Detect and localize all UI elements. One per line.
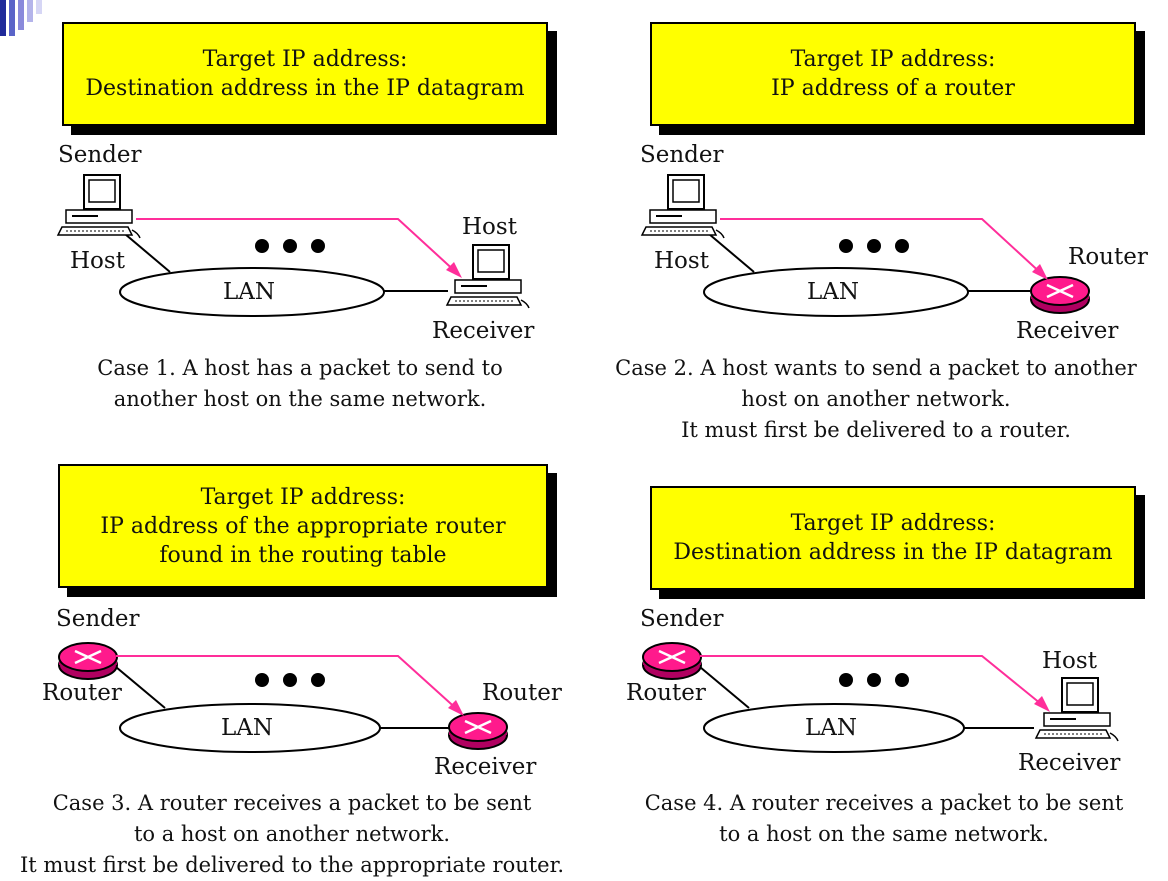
sender-device-label: Host [654, 248, 709, 274]
lan-label: LAN [223, 279, 276, 305]
arrowhead-icon [446, 262, 462, 278]
caption-line: It must first be delivered to the approp… [19, 853, 565, 877]
target-box-line: Destination address in the IP datagram [673, 540, 1113, 565]
router-icon [1030, 276, 1090, 314]
router-icon [448, 712, 508, 750]
lan-label: LAN [221, 715, 274, 741]
receiver-label: Receiver [1018, 750, 1121, 776]
target-box-line: found in the routing table [159, 542, 447, 568]
lan-label: LAN [805, 715, 858, 741]
target-ip-box: Target IP address: IP address of the app… [58, 464, 548, 588]
target-box-title: Target IP address: [790, 47, 996, 72]
arrowhead-icon [448, 700, 464, 716]
arrowhead-icon [1034, 696, 1050, 712]
case-3-network-diagram [58, 642, 508, 753]
packet-path-arrow [700, 655, 1047, 709]
case-caption: Case 4. A router receives a packet to be… [604, 788, 1164, 850]
caption-line: to a host on the same network. [719, 822, 1049, 846]
slide-corner-decoration [0, 0, 44, 36]
sender-to-lan-link [109, 661, 166, 709]
caption-line: host on another network. [741, 387, 1011, 411]
receiver-label: Receiver [434, 754, 537, 780]
computer-icon [1034, 677, 1119, 742]
computer-icon [445, 244, 530, 309]
target-box-title: Target IP address: [790, 511, 996, 536]
caption-line: Case 1. A host has a packet to send to [97, 356, 503, 380]
caption-line: another host on the same network. [113, 387, 487, 411]
sender-label: Sender [640, 142, 724, 168]
receiver-device-label: Router [1068, 244, 1148, 270]
packet-path-arrow [116, 655, 461, 713]
target-box-line: IP address of the appropriate router [100, 513, 506, 539]
sender-device-label: Router [626, 680, 706, 706]
ellipsis-dots [255, 673, 325, 687]
case-1-network-diagram [56, 174, 530, 317]
case-caption: Case 1. A host has a packet to send to a… [50, 353, 550, 415]
ellipsis-dots [839, 673, 909, 687]
sender-device-label: Host [70, 248, 125, 274]
sender-label: Sender [58, 142, 142, 168]
arrowhead-icon [1032, 264, 1048, 280]
target-box-title: Target IP address: [202, 47, 408, 72]
target-ip-box: Target IP address: Destination address i… [62, 22, 548, 126]
lan-ellipse [703, 267, 969, 317]
target-box-line: Destination address in the IP datagram [85, 76, 525, 101]
sender-device-label: Router [42, 680, 122, 706]
packet-path-arrow [720, 218, 1045, 277]
case-2-panel: Target IP address: IP address of a route… [584, 0, 1168, 442]
case-2-network-diagram [640, 174, 1090, 317]
caption-line: Case 4. A router receives a packet to be… [644, 791, 1124, 815]
case-4-panel: Target IP address: Destination address i… [584, 438, 1168, 876]
lan-ellipse [119, 267, 385, 317]
caption-line: Case 2. A host wants to send a packet to… [615, 356, 1137, 380]
ellipsis-dots [255, 239, 325, 253]
sender-to-lan-link [708, 233, 755, 273]
lan-ellipse [119, 703, 381, 753]
computer-icon [640, 174, 725, 239]
lan-ellipse [703, 703, 965, 753]
receiver-device-label: Host [462, 214, 517, 240]
receiver-device-label: Host [1042, 648, 1097, 674]
target-ip-box: Target IP address: IP address of a route… [650, 22, 1136, 126]
sender-label: Sender [640, 606, 724, 632]
case-4-network-diagram [642, 642, 1119, 753]
target-box-line: IP address of a router [771, 76, 1015, 101]
sender-to-lan-link [693, 661, 750, 709]
caption-line: It must first be delivered to a router. [681, 418, 1071, 442]
caption-line: to a host on another network. [133, 822, 451, 846]
target-box-title: Target IP address: [200, 484, 406, 510]
lan-label: LAN [807, 279, 860, 305]
router-icon [58, 642, 118, 680]
ellipsis-dots [839, 239, 909, 253]
receiver-device-label: Router [482, 680, 562, 706]
case-caption: Case 3. A router receives a packet to be… [0, 788, 584, 881]
receiver-label: Receiver [1016, 318, 1119, 344]
sender-to-lan-link [124, 233, 171, 273]
target-ip-box: Target IP address: Destination address i… [650, 486, 1136, 590]
sender-label: Sender [56, 606, 140, 632]
computer-icon [56, 174, 141, 239]
router-icon [642, 642, 702, 680]
packet-path-arrow [136, 218, 459, 275]
case-3-panel: Target IP address: IP address of the app… [0, 438, 584, 877]
case-caption: Case 2. A host wants to send a packet to… [584, 353, 1168, 446]
caption-line: Case 3. A router receives a packet to be… [52, 791, 532, 815]
case-1-panel: Target IP address: Destination address i… [0, 0, 584, 438]
receiver-label: Receiver [432, 318, 535, 344]
